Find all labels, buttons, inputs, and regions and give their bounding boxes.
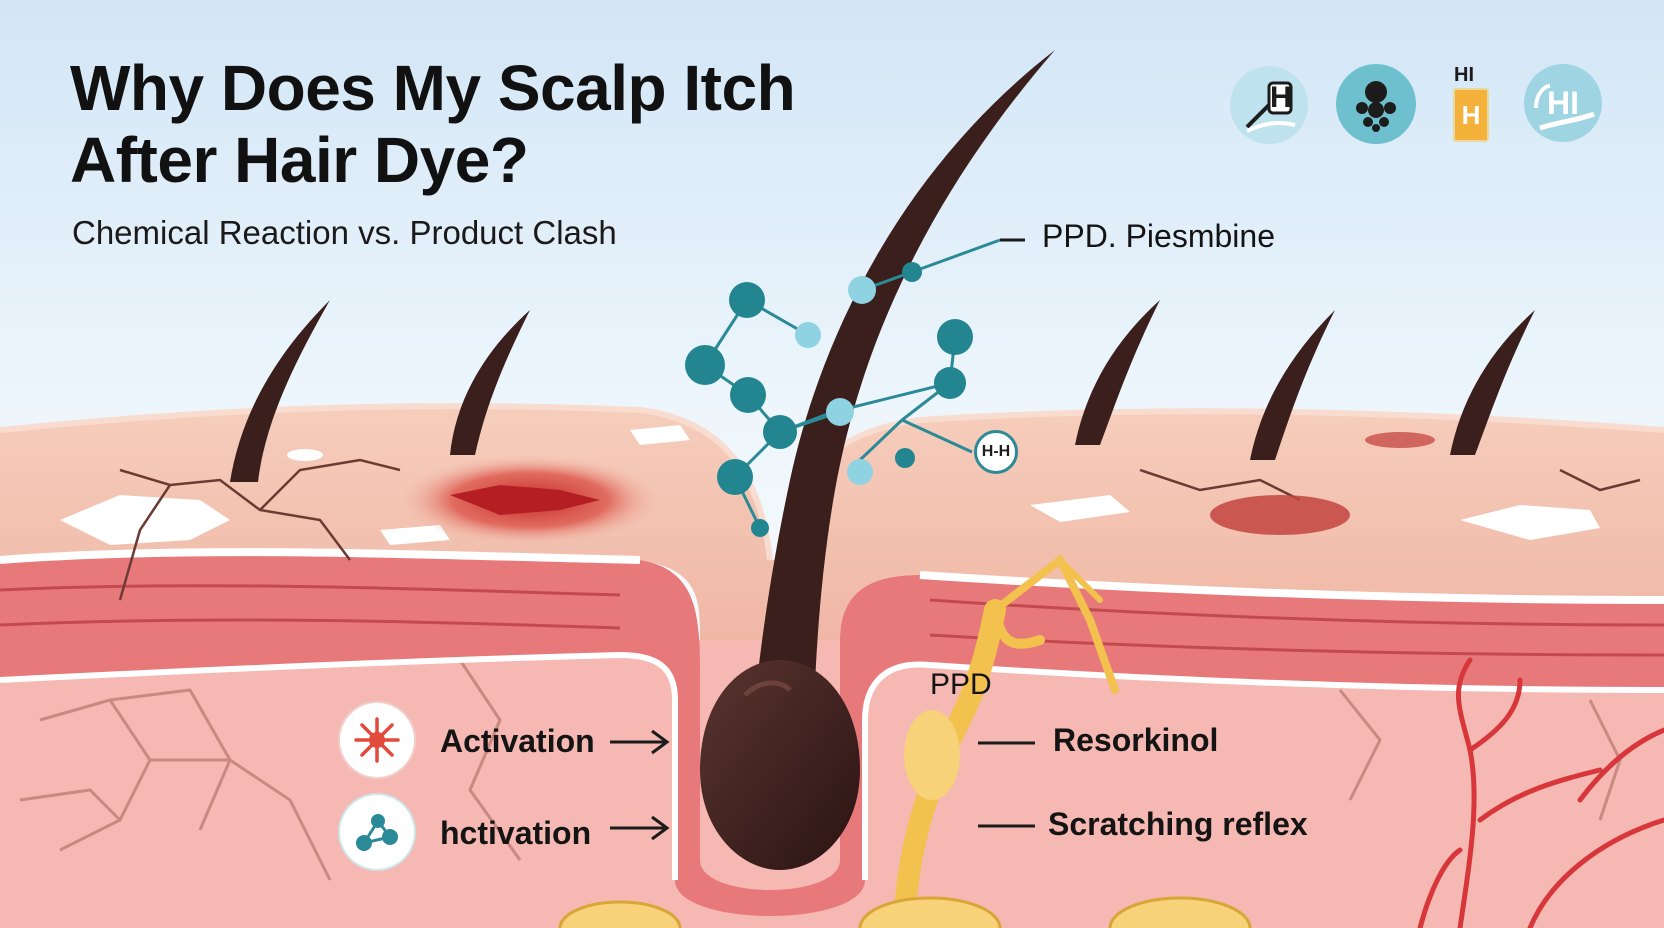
irritation-burst-icon: [340, 703, 414, 777]
page-subtitle: Chemical Reaction vs. Product Clash: [72, 214, 617, 251]
dry-skin-flakes: [60, 425, 1600, 545]
label-ppd-nerve: PPD: [930, 668, 992, 701]
legend-inactivation-label: hctivation: [440, 815, 592, 851]
h-tube-icon: H: [1453, 88, 1489, 142]
hair-dye-bottle-icon: [1245, 81, 1296, 133]
dermis-layer: [0, 552, 1664, 916]
icon-allergen: [1336, 64, 1416, 144]
epidermis-layer: [0, 406, 1664, 640]
nerve-fiber: [894, 553, 1119, 928]
callout-lines: [610, 238, 1035, 841]
icon-h-tube: HI H: [1450, 64, 1490, 144]
icon-hi-label: HI: [1547, 84, 1579, 121]
skin-cracks: [118, 458, 1641, 601]
title-line-2: After Hair Dye?: [70, 124, 529, 196]
molecule-badge: H-H: [974, 430, 1018, 474]
title-line-1: Why Does My Scalp Itch: [70, 52, 796, 124]
allergen-particles-icon: [1356, 81, 1396, 132]
icon-hi-hand: HI: [1524, 64, 1602, 142]
label-ppd-pesmbine: PPD. Piesmbine: [1042, 218, 1275, 254]
icon-h-tube-label: H: [1461, 99, 1481, 130]
icon-hair-dye: H: [1230, 66, 1308, 144]
legend-activation-label: Activation: [440, 723, 595, 759]
dye-molecule-cluster: [685, 238, 1001, 537]
page-title: Why Does My Scalp Itch After Hair Dye?: [70, 52, 796, 196]
inflamed-patch-right: [1210, 495, 1350, 535]
icon-h-tube-top: HI: [1454, 64, 1474, 86]
molecule-icon: [340, 795, 414, 869]
hi-hand-icon: [1534, 84, 1595, 131]
label-scratching-reflex: Scratching reflex: [1048, 806, 1308, 842]
fat-cells: [558, 896, 1252, 928]
surface-hairs: [230, 300, 1535, 482]
molecule-badge-label: H-H: [981, 443, 1011, 460]
blood-vessels: [1417, 657, 1664, 928]
hair-bulb: [700, 660, 860, 870]
icon-hair-dye-label: H: [1270, 81, 1292, 114]
label-resorkinol: Resorkinol: [1053, 722, 1219, 758]
